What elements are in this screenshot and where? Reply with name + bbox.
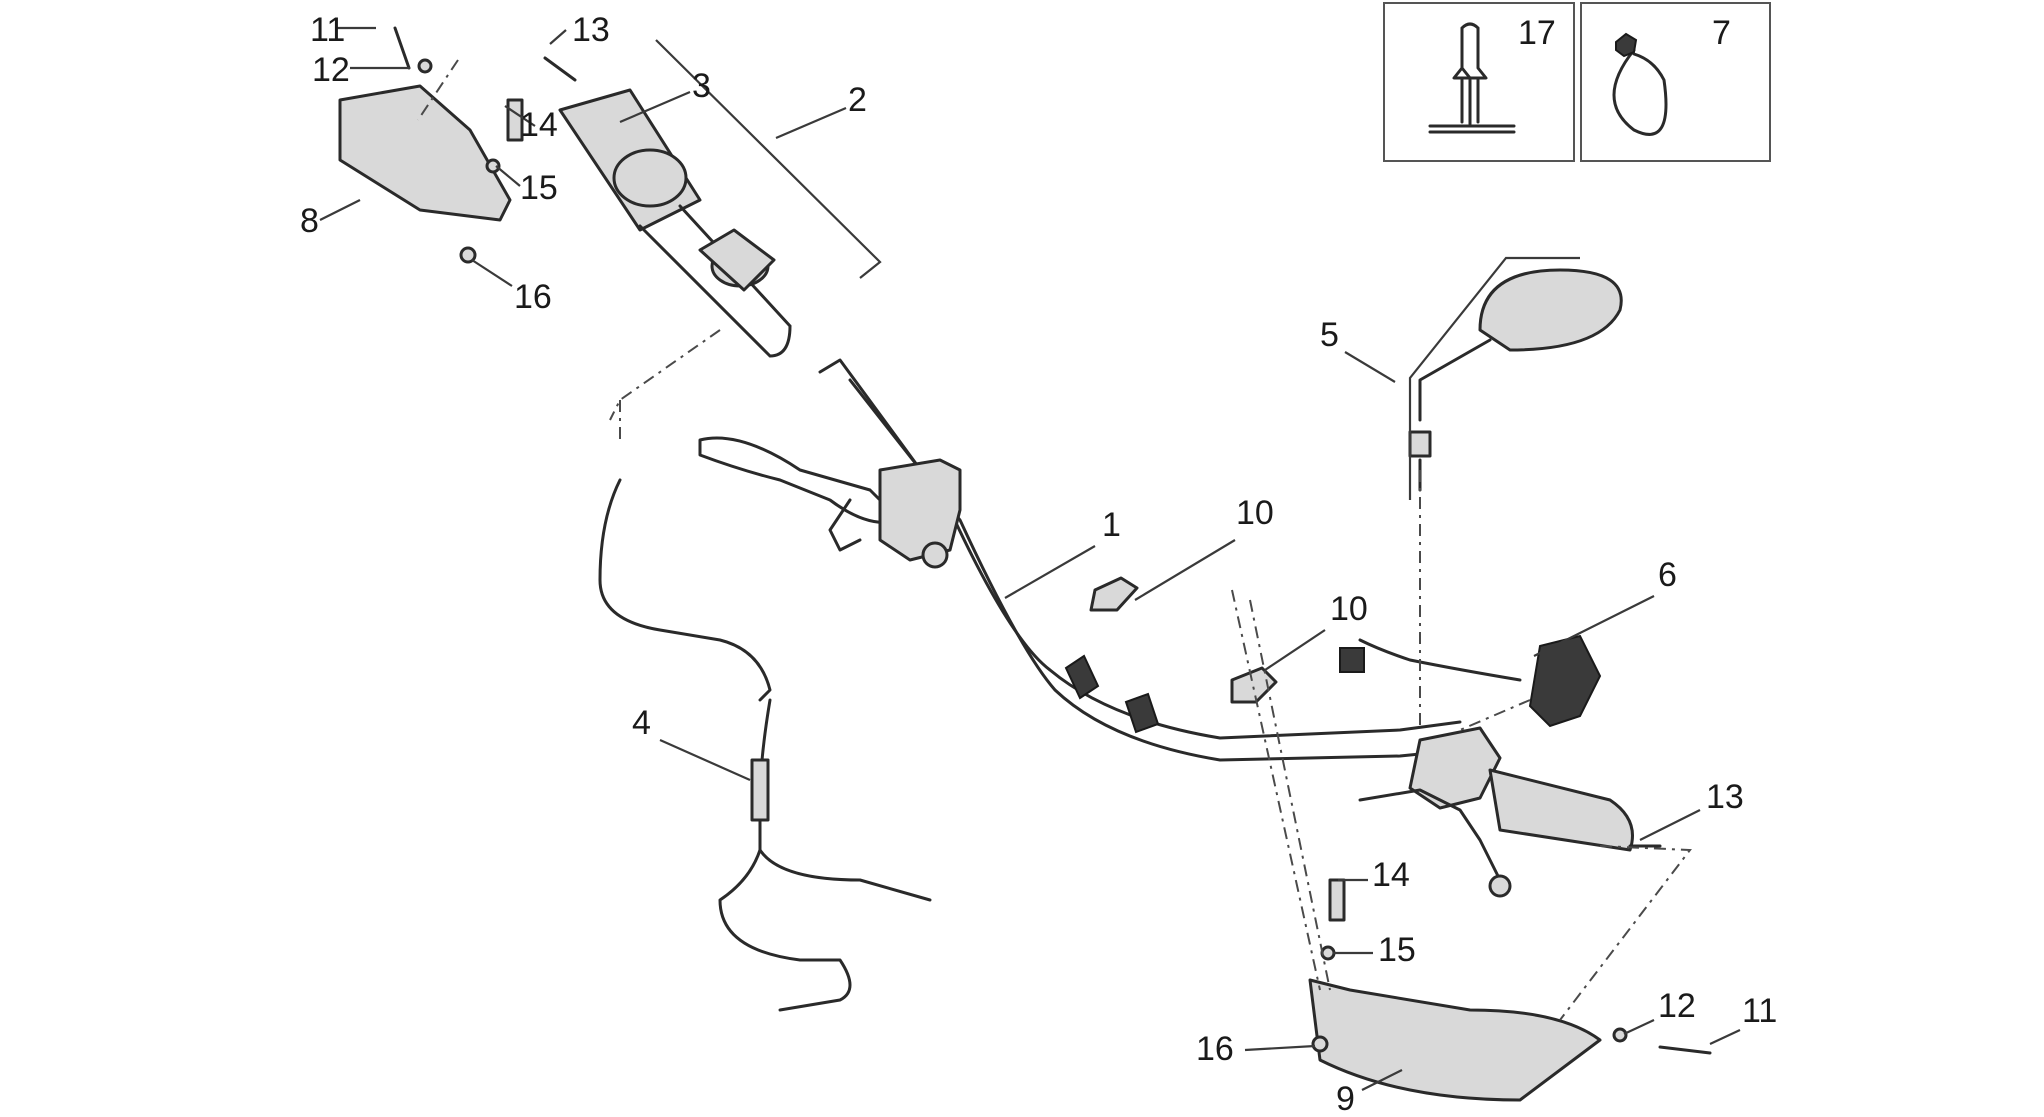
callout-3: 3 <box>692 67 711 105</box>
callout-16: 16 <box>1196 1030 1234 1068</box>
callout-1: 1 <box>1102 506 1121 544</box>
leader-lines <box>319 26 1741 1091</box>
callout-5: 5 <box>1320 316 1339 354</box>
hand-guard-left <box>338 84 512 222</box>
callout-15: 15 <box>520 169 558 207</box>
callout-11: 11 <box>310 11 345 49</box>
callout-4: 4 <box>632 704 651 742</box>
hand-guard-right <box>1308 978 1602 1102</box>
throttle-cable <box>598 478 932 1012</box>
callout-2: 2 <box>848 81 867 119</box>
callout-11: 11 <box>1742 992 1777 1030</box>
callout-13: 13 <box>572 11 610 49</box>
inset-box-7: 7 <box>1580 2 1771 162</box>
handlebar-switch <box>1339 634 1602 728</box>
callout-16: 16 <box>514 278 552 316</box>
handlebar-tube <box>818 358 1462 762</box>
assembly-lines <box>417 59 1692 1021</box>
callout-10: 10 <box>1236 494 1274 532</box>
brackets <box>655 39 1580 500</box>
callout-7: 7 <box>1712 14 1731 52</box>
small-hardware <box>393 26 1712 1055</box>
callout-14: 14 <box>520 106 558 144</box>
callout-17: 17 <box>1518 14 1556 52</box>
callout-14: 14 <box>1372 856 1410 894</box>
brake-master-cylinder <box>698 436 962 569</box>
rear-view-mirror <box>1408 268 1623 492</box>
callout-9: 9 <box>1336 1080 1355 1117</box>
callout-12: 12 <box>312 51 350 89</box>
callout-8: 8 <box>300 202 319 240</box>
clutch-lever-assembly <box>1358 726 1634 898</box>
callout-6: 6 <box>1658 556 1677 594</box>
callout-12: 12 <box>1658 987 1696 1025</box>
callout-13: 13 <box>1706 778 1744 816</box>
callout-15: 15 <box>1378 931 1416 969</box>
throttle-grip <box>558 88 792 358</box>
inset-box-17: 17 <box>1383 2 1575 162</box>
callout-10: 10 <box>1330 590 1368 628</box>
